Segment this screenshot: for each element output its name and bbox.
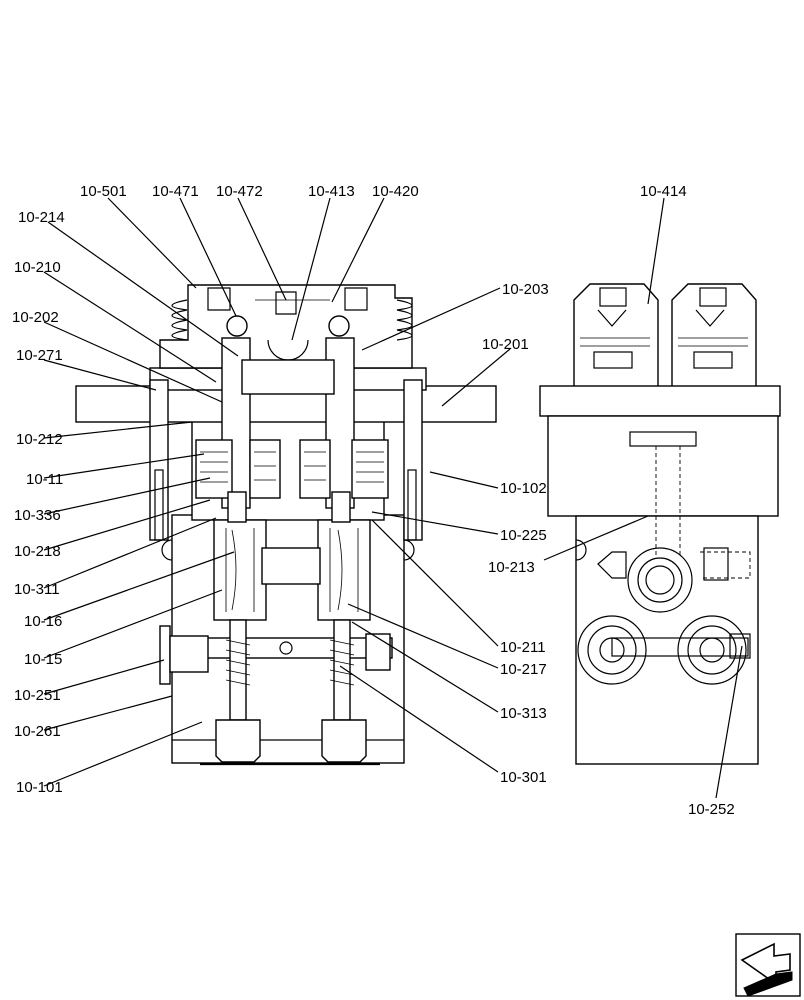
label-10-471: 10-471 bbox=[152, 183, 199, 200]
label-10-15: 10-15 bbox=[24, 651, 62, 668]
label-10-313: 10-313 bbox=[500, 705, 547, 722]
label-10-11: 10-11 bbox=[26, 471, 63, 488]
label-10-472: 10-472 bbox=[216, 183, 263, 200]
label-10-102: 10-102 bbox=[500, 480, 547, 497]
callout-labels: 10-501 10-471 10-472 10-413 10-420 10-41… bbox=[12, 183, 735, 818]
side-view bbox=[539, 283, 781, 765]
next-page-arrow-icon[interactable] bbox=[735, 933, 801, 997]
label-10-210: 10-210 bbox=[14, 259, 61, 276]
label-10-311: 10-311 bbox=[14, 581, 60, 598]
label-10-211: 10-211 bbox=[500, 639, 546, 656]
label-10-336: 10-336 bbox=[14, 507, 61, 524]
label-10-225: 10-225 bbox=[500, 527, 547, 544]
label-10-101: 10-101 bbox=[16, 779, 63, 796]
label-10-201: 10-201 bbox=[482, 336, 529, 353]
label-10-212: 10-212 bbox=[16, 431, 63, 448]
label-10-414: 10-414 bbox=[640, 183, 687, 200]
label-10-271: 10-271 bbox=[16, 347, 63, 364]
label-10-420: 10-420 bbox=[372, 183, 419, 200]
label-10-217: 10-217 bbox=[500, 661, 547, 678]
label-10-16: 10-16 bbox=[24, 613, 62, 630]
label-10-214: 10-214 bbox=[18, 209, 65, 226]
sectional-view bbox=[75, 284, 497, 766]
label-10-213: 10-213 bbox=[488, 559, 535, 576]
label-10-252: 10-252 bbox=[688, 801, 735, 818]
leader-lines bbox=[43, 197, 743, 799]
label-10-251: 10-251 bbox=[14, 687, 61, 704]
label-10-203: 10-203 bbox=[502, 281, 549, 298]
label-10-501: 10-501 bbox=[80, 183, 127, 200]
label-10-202: 10-202 bbox=[12, 309, 59, 326]
label-10-218: 10-218 bbox=[14, 543, 61, 560]
label-10-301: 10-301 bbox=[500, 769, 547, 786]
label-10-413: 10-413 bbox=[308, 183, 355, 200]
label-10-261: 10-261 bbox=[14, 723, 61, 740]
